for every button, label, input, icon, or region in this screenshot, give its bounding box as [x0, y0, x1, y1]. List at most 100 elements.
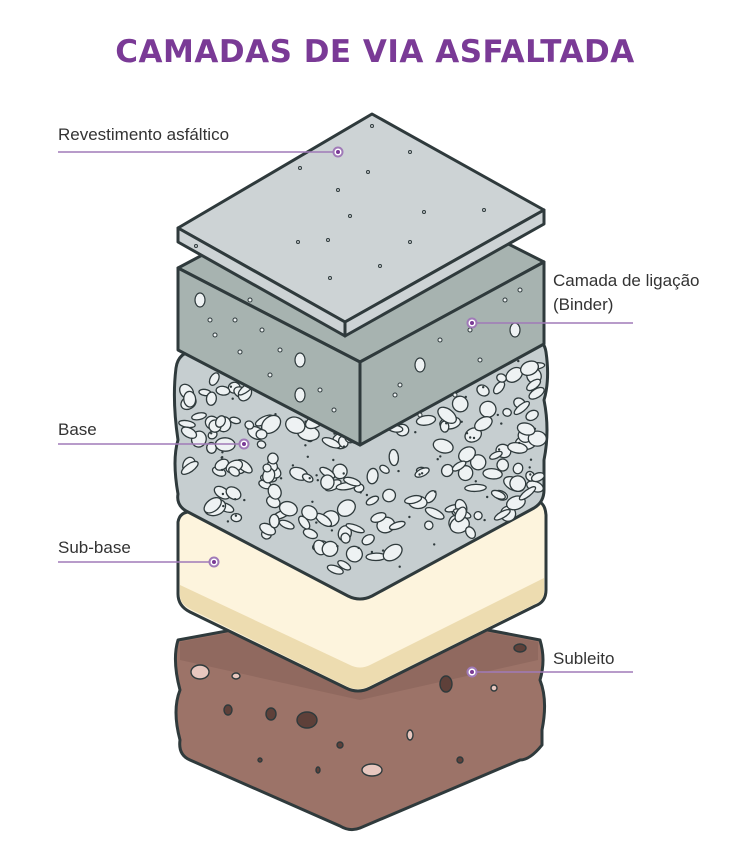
gravel-speck [433, 543, 436, 546]
gravel-speck [469, 436, 472, 439]
gravel-stone [437, 406, 457, 424]
gravel-speck [330, 529, 334, 532]
gravel-speck [420, 472, 424, 475]
asphalt-speck [336, 188, 340, 192]
gravel-stone [267, 452, 279, 465]
gravel-stone [512, 462, 524, 475]
gravel-stone [424, 506, 445, 520]
gravel-stone [180, 460, 199, 476]
binder-aggregate [467, 327, 473, 333]
gravel-stone [208, 372, 220, 386]
gravel-speck [486, 495, 489, 499]
gravel-speck [472, 436, 476, 440]
gravel-speck [316, 479, 319, 482]
gravel-stone [473, 510, 483, 521]
soil-stone [361, 763, 383, 777]
gravel-stone [343, 476, 362, 487]
gravel-stone [513, 400, 531, 416]
gravel-stone [203, 496, 222, 514]
gravel-speck [243, 498, 246, 502]
binder-aggregate [259, 327, 265, 333]
gravel-stone [404, 494, 423, 505]
gravel-stone [228, 466, 241, 477]
gravel-speck [221, 456, 224, 459]
asphalt-speck [370, 124, 374, 128]
asphalt-speck [328, 276, 332, 280]
gravel-speck [434, 490, 437, 493]
binder-dots [194, 287, 523, 418]
gravel-stone [516, 422, 536, 436]
binder-aggregate [437, 337, 443, 343]
gravel-stone [321, 436, 341, 449]
gravel-speck [381, 549, 385, 552]
gravel-speck [231, 397, 234, 400]
gravel-speck [304, 444, 307, 447]
gravel-stone [326, 564, 344, 575]
soil-stone [257, 757, 263, 763]
gravel-speck [528, 466, 531, 469]
gravel-stone [337, 559, 352, 571]
revestimento-right-edge [343, 208, 546, 338]
gravel-speck [482, 386, 485, 389]
gravel-speck [518, 441, 521, 445]
leader-marker-dot [242, 442, 246, 446]
gravel-speck [465, 432, 469, 435]
gravel-speck [234, 514, 238, 517]
gravel-stone [490, 489, 506, 500]
gravel-stone [509, 475, 527, 492]
page-title: CAMADAS DE VIA ASFALTADA [115, 34, 635, 70]
binder-aggregate [331, 407, 337, 413]
gravel-speck [332, 458, 335, 462]
gravel-stone [458, 446, 476, 463]
gravel-stone [229, 416, 242, 425]
gravel-stone [519, 360, 540, 376]
gravel-stone [474, 416, 493, 432]
gravel-speck [397, 469, 400, 473]
gravel-stone [489, 450, 503, 460]
gravel-speck [221, 451, 224, 454]
binder-aggregate [237, 349, 243, 355]
binder-aggregate [294, 352, 306, 368]
binder-aggregate [194, 292, 206, 308]
binder-aggregate [232, 317, 238, 323]
asphalt-speck [298, 166, 302, 170]
binder-aggregate [414, 357, 426, 373]
gravel-speck [370, 550, 374, 554]
soil-stone [223, 704, 233, 716]
gravel-stone [205, 391, 217, 406]
soil-stone [456, 756, 464, 764]
gravel-stone [440, 463, 454, 478]
gravel-speck [497, 448, 501, 451]
binder-aggregate [392, 392, 398, 398]
binder-aggregate [509, 322, 521, 338]
asphalt-speck [422, 210, 426, 214]
asphalt-speck [296, 240, 300, 244]
gravel-speck [220, 468, 224, 472]
gravel-stone [361, 533, 375, 546]
asphalt-speck [408, 150, 412, 154]
gravel-stone [365, 495, 380, 506]
gravel-stone [255, 428, 268, 440]
gravel-speck [226, 520, 230, 523]
leader-marker-dot [470, 670, 474, 674]
gravel-speck [365, 493, 369, 497]
gravel-stone [388, 520, 406, 531]
soil-stone [439, 675, 453, 693]
gravel-speck [533, 427, 537, 430]
gravel-stone [493, 508, 511, 521]
binder-aggregate [277, 347, 283, 353]
soil-stone [513, 643, 527, 653]
label-binder-line1: Camada de ligação [553, 271, 700, 290]
gravel-speck [342, 472, 345, 475]
binder-aggregate [517, 287, 523, 293]
gravel-stone [285, 416, 306, 434]
gravel-stone [230, 512, 243, 523]
asphalt-speck [348, 214, 352, 218]
subbase-band [180, 578, 544, 689]
gravel-speck [408, 515, 411, 519]
gravel-speck [500, 422, 503, 425]
gravel-speck [315, 521, 318, 524]
gravel-stone [476, 384, 490, 397]
gravel-speck [306, 455, 309, 458]
leader-marker-dot [336, 150, 340, 154]
